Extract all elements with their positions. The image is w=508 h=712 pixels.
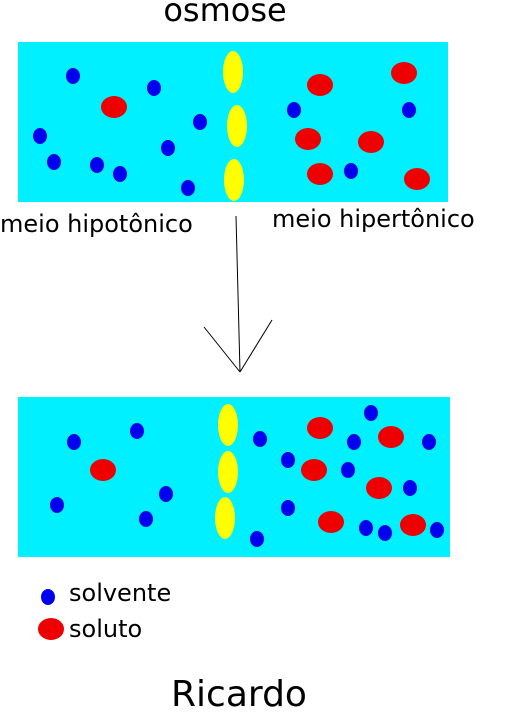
solute-particle (307, 417, 333, 439)
membrane-before (223, 51, 247, 201)
solvent-particle (364, 405, 378, 421)
legend-solute-swatch (38, 618, 64, 640)
solvent-particle (281, 500, 295, 516)
container-before (18, 42, 448, 202)
solvent-particle (378, 525, 392, 541)
solvent-particle (281, 452, 295, 468)
down-arrow-icon (203, 215, 273, 373)
diagram-title: osmose (163, 0, 286, 29)
solute-particles-after-left (90, 459, 116, 481)
solvent-particle (250, 531, 264, 547)
solvent-particle (344, 163, 358, 179)
solvent-particles-before-left (33, 68, 207, 196)
solvent-particle (193, 114, 207, 130)
solute-particles-after-right (301, 417, 426, 536)
solvent-particle (139, 511, 153, 527)
solute-particle (318, 511, 344, 533)
solvent-particle (161, 140, 175, 156)
solvent-particle (147, 80, 161, 96)
solute-particle (391, 62, 417, 84)
solvent-particles-after-right (250, 405, 444, 547)
membrane-pore (223, 51, 243, 93)
membrane-pore (218, 451, 238, 493)
solute-particles-before-left (101, 96, 127, 118)
membrane-pore (215, 497, 235, 539)
solvent-particle (347, 434, 361, 450)
solute-particle (307, 163, 333, 185)
solvent-particle (67, 434, 81, 450)
label-hypertonic: meio hipertônico (272, 205, 475, 233)
solvent-particle (90, 157, 104, 173)
container-after (18, 397, 450, 557)
legend-solvent-label: solvente (69, 579, 171, 607)
solvent-particle (130, 423, 144, 439)
solvent-particle (66, 68, 80, 84)
solute-particle (101, 96, 127, 118)
solute-particle (90, 459, 116, 481)
author-signature: Ricardo (171, 674, 307, 712)
solvent-particle (113, 166, 127, 182)
solute-particle (307, 74, 333, 96)
solvent-particle (402, 102, 416, 118)
membrane-pore (218, 404, 238, 446)
legend: solvente soluto (38, 579, 171, 643)
solute-particle (301, 459, 327, 481)
label-hypotonic: meio hipotônico (0, 210, 193, 238)
solvent-particle (47, 154, 61, 170)
solute-particle (378, 426, 404, 448)
solvent-particle (181, 180, 195, 196)
solute-particle (400, 514, 426, 536)
solvent-particle (359, 520, 373, 536)
solute-particle (366, 477, 392, 499)
solvent-particle (341, 462, 355, 478)
membrane-after (215, 404, 238, 539)
solvent-particle (287, 102, 301, 118)
solute-particle (358, 131, 384, 153)
solvent-particles-before-right (287, 102, 416, 179)
solvent-particle (403, 480, 417, 496)
solvent-particles-after-left (50, 423, 173, 527)
membrane-pore (224, 159, 244, 201)
legend-solvent-swatch (41, 589, 55, 605)
legend-solute-label: soluto (69, 615, 142, 643)
solute-particles-before-right (295, 62, 430, 190)
membrane-pore (227, 105, 247, 147)
solute-particle (295, 128, 321, 150)
solvent-particle (253, 431, 267, 447)
solvent-particle (159, 486, 173, 502)
solvent-particle (33, 128, 47, 144)
solvent-particle (50, 497, 64, 513)
solvent-particle (430, 522, 444, 538)
solute-particle (404, 168, 430, 190)
solvent-particle (422, 434, 436, 450)
